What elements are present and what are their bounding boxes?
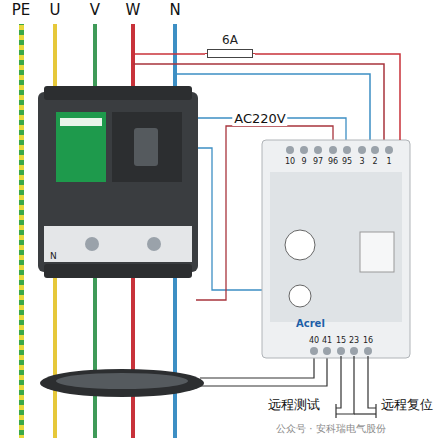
terminal-number: 2 [372,158,377,167]
terminal-number: 40 [309,337,319,346]
remote-test-label: 远程测试 [268,398,320,412]
brand-label: Acrel [296,318,325,329]
wire-connector [255,54,400,140]
wire-label: N [169,2,180,19]
terminal-number: 96 [328,158,338,167]
fuse-rating: 6A [222,34,238,47]
terminal-number: 41 [322,337,332,346]
terminal-number: 15 [336,337,346,346]
terminal-number: 95 [342,158,352,167]
terminal-number: 3 [359,158,364,167]
terminal-number: 1 [386,158,391,167]
terminal-number: 10 [285,158,295,167]
wire-label: V [90,2,100,19]
pole-label: N [50,252,57,262]
terminal-number: 9 [301,158,306,167]
fuse-body [207,49,253,58]
voltage-label: AC220V [232,112,287,126]
relay-module: Acrel [262,140,410,358]
terminal-number: 97 [313,158,323,167]
remote-reset-label: 远程复位 [381,398,433,412]
fuse: 6A [205,34,255,62]
wire-label: PE [12,2,31,19]
wire-label: W [126,2,141,19]
watermark: 公众号 · 安科瑞电气股份 [276,423,386,434]
wire-label: U [50,2,61,19]
terminal-number: 16 [363,337,373,346]
terminal-number: 23 [349,337,359,346]
